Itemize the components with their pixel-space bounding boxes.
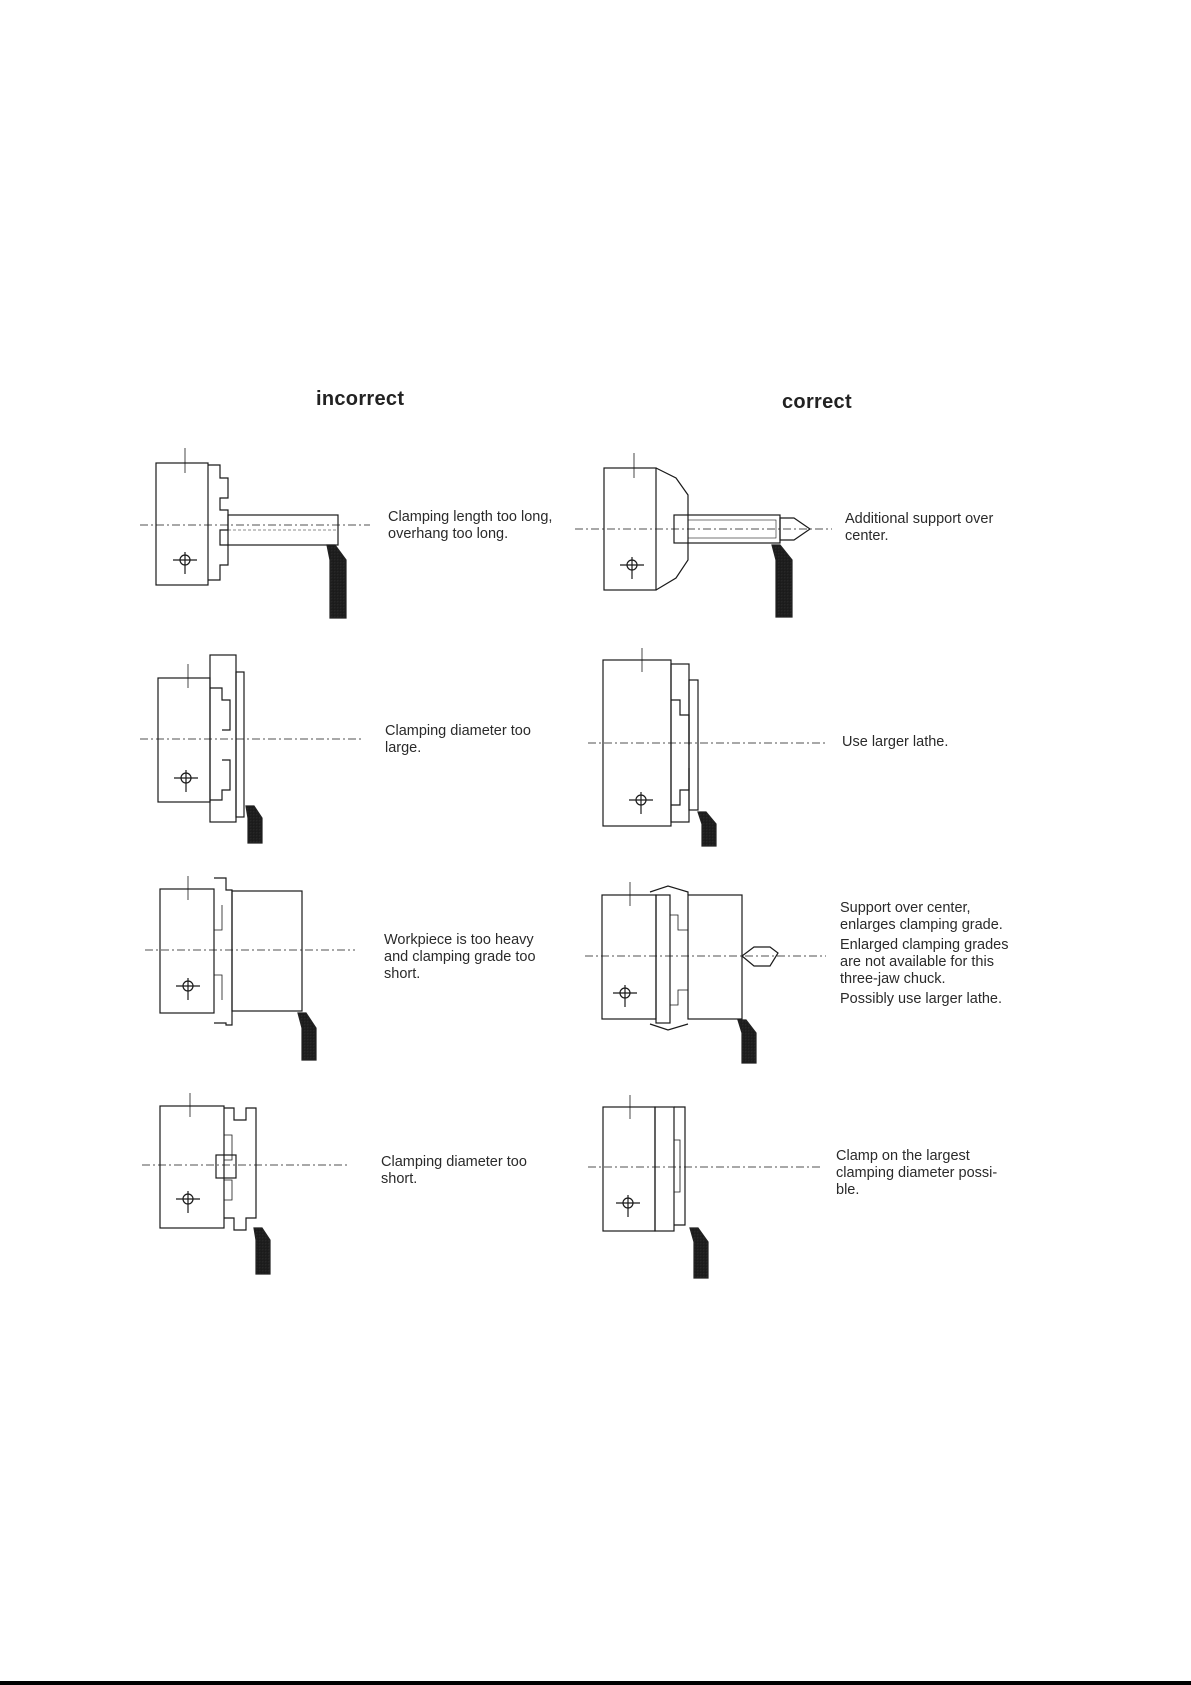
caption-correct-3: Support over center, enlarges clamping g…	[840, 900, 1008, 1011]
caption-line: Possibly use larger lathe.	[840, 991, 1002, 1007]
chuck-body	[602, 1106, 656, 1232]
caption-line: Support over center,	[840, 900, 971, 916]
caption-paragraph: Enlarged clamping grades are not availab…	[840, 937, 1008, 988]
figure-correct-1-center-support	[575, 453, 832, 618]
caption-correct-1: Additional support over center.	[845, 511, 993, 545]
caption-line: large.	[385, 740, 422, 756]
heading-correct: correct	[782, 391, 852, 413]
caption-paragraph: Possibly use larger lathe.	[840, 991, 1008, 1008]
caption-line: Clamp on the largest	[836, 1148, 970, 1164]
figure-incorrect-1-long-overhang	[140, 448, 370, 619]
chuck-jaws	[214, 877, 233, 1026]
figure-correct-4-largest-diameter	[588, 1095, 822, 1279]
jaw-top	[649, 885, 689, 895]
jaw-upper	[210, 687, 231, 731]
caption-paragraph: Support over center, enlarges clamping g…	[840, 900, 1008, 934]
cutting-tool-icon	[689, 1227, 709, 1279]
chuck-key-symbol	[174, 770, 198, 792]
tailstock-center	[741, 946, 779, 967]
chuck-jaws	[224, 1107, 257, 1231]
caption-line: enlarges clamping grade.	[840, 917, 1003, 933]
caption-line: three-jaw chuck.	[840, 971, 946, 987]
chuck-body	[159, 1105, 225, 1229]
caption-incorrect-2: Clamping diameter too large.	[385, 723, 531, 757]
chuck-key-symbol	[629, 792, 653, 814]
chuck-body	[159, 888, 215, 1014]
caption-line: center.	[845, 528, 889, 544]
workpiece-heavy	[687, 894, 743, 1020]
caption-line: Use larger lathe.	[842, 734, 949, 750]
heading-incorrect: incorrect	[316, 388, 405, 410]
caption-line: are not available for this	[840, 954, 994, 970]
figure-incorrect-2-diameter-too-large	[140, 654, 364, 844]
caption-correct-4: Clamp on the largest clamping diameter p…	[836, 1148, 997, 1199]
cutting-tool-icon	[297, 1012, 317, 1061]
cutting-tool-icon	[737, 1019, 757, 1064]
cutting-tool-icon	[771, 544, 793, 618]
chuck-jaws	[208, 464, 229, 581]
caption-line: ble.	[836, 1182, 860, 1198]
chuck-face	[654, 1106, 675, 1232]
caption-line: Additional support over	[845, 511, 994, 527]
caption-line: and clamping grade too	[384, 949, 536, 965]
caption-line: Workpiece is too heavy	[384, 932, 534, 948]
caption-line: Clamping diameter too	[385, 723, 531, 739]
caption-line: overhang too long.	[388, 526, 509, 542]
chuck-key-symbol	[176, 978, 200, 1000]
chuck-body	[157, 677, 211, 803]
chuck-key-symbol	[620, 557, 644, 579]
cutting-tool-icon	[245, 805, 263, 844]
caption-line: Enlarged clamping grades	[840, 937, 1009, 953]
tailstock-center	[779, 517, 812, 541]
caption-line: short.	[381, 1171, 418, 1187]
caption-line: Clamping length too long,	[388, 509, 553, 525]
caption-incorrect-3: Workpiece is too heavy and clamping grad…	[384, 932, 536, 983]
caption-incorrect-4: Clamping diameter too short.	[381, 1154, 527, 1188]
page-bottom-border	[0, 1681, 1191, 1685]
caption-line: clamping diameter possi-	[836, 1165, 998, 1181]
jaw-bottom	[649, 1023, 689, 1031]
jaw-upper	[671, 699, 690, 745]
chuck-body	[601, 894, 657, 1020]
caption-incorrect-1: Clamping length too long, overhang too l…	[388, 509, 552, 543]
caption-line: short.	[384, 966, 421, 982]
workpiece-small	[215, 1154, 237, 1179]
jaw-lower	[671, 768, 690, 806]
caption-correct-2: Use larger lathe.	[842, 734, 948, 751]
chuck-key-symbol	[613, 985, 637, 1007]
chuck-key-symbol	[176, 1191, 200, 1213]
caption-line: Clamping diameter too	[381, 1154, 527, 1170]
chuck-key-symbol	[616, 1195, 640, 1217]
figure-correct-3-enlarged-clamping	[585, 882, 826, 1064]
figure-correct-2-larger-lathe	[588, 648, 826, 847]
jaw-lower	[210, 759, 231, 801]
workpiece-disc	[209, 654, 237, 823]
workpiece-large	[674, 1106, 686, 1226]
figure-incorrect-3-workpiece-too-heavy	[145, 876, 355, 1061]
cutting-tool-icon	[326, 544, 347, 619]
cutting-tool-icon	[697, 811, 717, 847]
workpiece-heavy	[231, 890, 303, 1012]
chuck-body	[155, 462, 209, 586]
cutting-tool-icon	[253, 1227, 271, 1275]
figure-incorrect-4-diameter-too-short	[142, 1093, 350, 1275]
chuck-key-symbol	[173, 552, 197, 574]
